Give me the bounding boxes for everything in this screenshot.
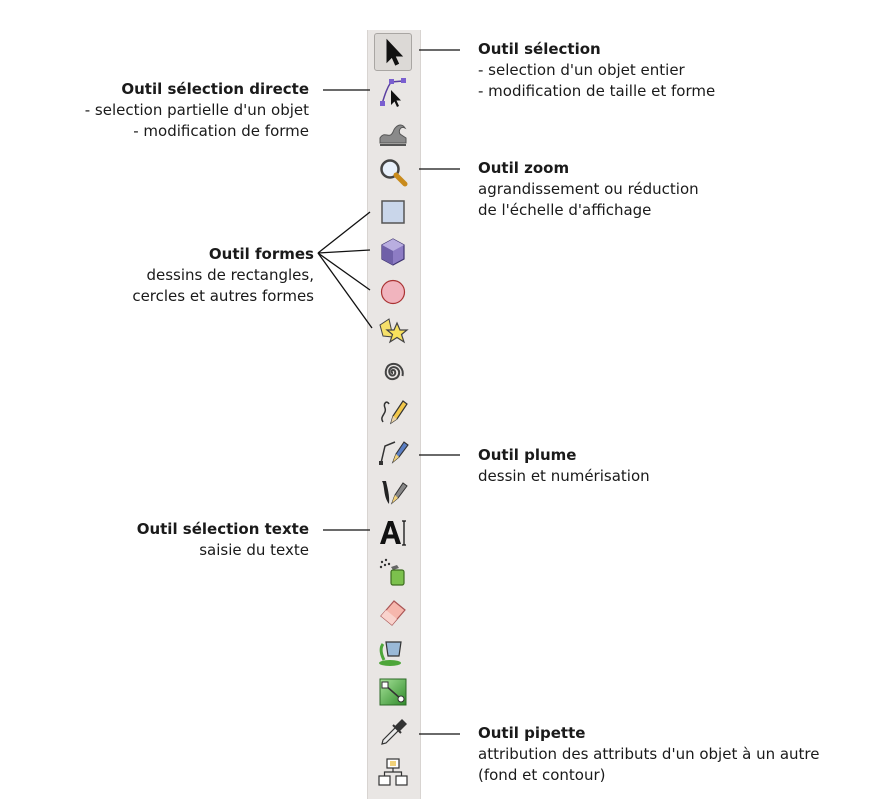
tool-palette xyxy=(367,30,421,799)
pen-callout-title: Outil plume xyxy=(478,446,577,464)
tweak-tool-button[interactable] xyxy=(374,113,412,151)
shapes-callout-line-1: dessins de rectangles, xyxy=(146,266,314,284)
text-a-icon xyxy=(380,520,406,546)
pipette-icon xyxy=(381,719,407,745)
bucket-icon xyxy=(379,641,402,666)
shapes-callout-title: Outil formes xyxy=(208,245,314,263)
square-icon xyxy=(381,200,405,224)
text-callout-line-1: saisie du texte xyxy=(199,541,309,559)
selection-callout-title: Outil sélection xyxy=(478,40,601,58)
wave-icon xyxy=(379,124,407,146)
zoom-tool-button[interactable] xyxy=(374,153,412,191)
node-edit-icon xyxy=(380,78,406,107)
spray-icon xyxy=(379,558,405,586)
spiral-icon xyxy=(384,362,404,381)
zoom-callout-title: Outil zoom xyxy=(478,159,570,177)
shapes-callout-line-2: cercles et autres formes xyxy=(132,287,314,305)
eraser-icon xyxy=(380,600,406,626)
text-tool-button[interactable] xyxy=(374,513,412,551)
zoom-callout-line-2: de l'échelle d'affichage xyxy=(478,201,652,219)
text-callout: Outil sélection texte saisie du texte xyxy=(137,519,309,561)
direct-selection-callout-line-2: - modification de forme xyxy=(133,122,309,140)
calligraphy-tool-button[interactable] xyxy=(374,473,412,511)
connector-icon xyxy=(378,758,408,786)
shapes-callout: Outil formes dessins de rectangles, cerc… xyxy=(132,244,314,307)
pen-callout: Outil plume dessin et numérisation xyxy=(478,445,650,487)
arrow-cursor-icon xyxy=(386,38,404,66)
direct-selection-tool-button[interactable] xyxy=(374,73,412,111)
selection-tool-button[interactable] xyxy=(374,33,412,71)
selection-callout-line-2: - modification de taille et forme xyxy=(478,82,716,100)
selection-callout-line-1: - selection d'un objet entier xyxy=(478,61,685,79)
dropper-tool-button[interactable] xyxy=(374,713,412,751)
pencil-tool-button[interactable] xyxy=(374,393,412,431)
dropper-callout: Outil pipette attribution des attributs … xyxy=(478,723,820,786)
pencil-icon xyxy=(381,400,408,425)
gradient-icon xyxy=(379,678,407,706)
direct-selection-callout-title: Outil sélection directe xyxy=(121,80,309,98)
eraser-tool-button[interactable] xyxy=(374,593,412,631)
star-icon xyxy=(379,318,409,344)
pen-tool-button[interactable] xyxy=(374,433,412,471)
spiral-tool-button[interactable] xyxy=(374,353,412,391)
calligraphy-icon xyxy=(382,481,408,505)
ellipse-tool-button[interactable] xyxy=(374,273,412,311)
spray-tool-button[interactable] xyxy=(374,553,412,591)
dropper-callout-title: Outil pipette xyxy=(478,724,586,742)
3d-box-tool-button[interactable] xyxy=(374,233,412,271)
gradient-tool-button[interactable] xyxy=(374,673,412,711)
star-tool-button[interactable] xyxy=(374,313,412,351)
magnifier-icon xyxy=(380,159,408,187)
connector-tool-button[interactable] xyxy=(374,753,412,791)
paint-bucket-tool-button[interactable] xyxy=(374,633,412,671)
cube-icon xyxy=(381,238,405,266)
zoom-callout-line-1: agrandissement ou réduction xyxy=(478,180,699,198)
pen-callout-line-1: dessin et numérisation xyxy=(478,467,650,485)
zoom-callout: Outil zoom agrandissement ou réduction d… xyxy=(478,158,699,221)
direct-selection-callout-line-1: - selection partielle d'un objet xyxy=(84,101,309,119)
bezier-pen-icon xyxy=(379,441,409,465)
circle-icon xyxy=(380,279,406,305)
direct-selection-callout: Outil sélection directe - selection part… xyxy=(85,79,309,142)
dropper-callout-line-2: (fond et contour) xyxy=(478,766,606,784)
rectangle-tool-button[interactable] xyxy=(374,193,412,231)
text-callout-title: Outil sélection texte xyxy=(136,520,309,538)
selection-callout: Outil sélection - selection d'un objet e… xyxy=(478,39,715,102)
dropper-callout-line-1: attribution des attributs d'un objet à u… xyxy=(478,745,820,763)
